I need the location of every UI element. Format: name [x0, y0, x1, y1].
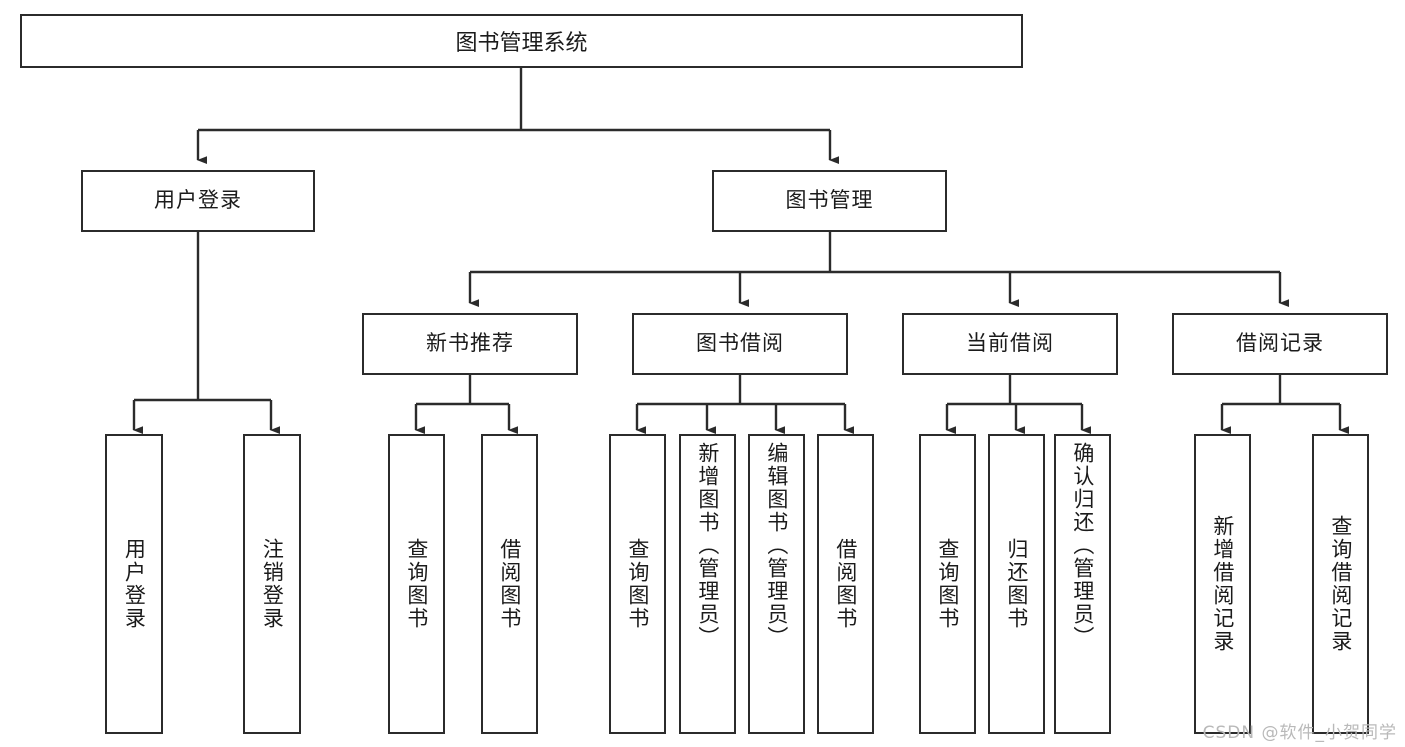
- leaf-add-borrow-record-label: 新增借阅记录: [1210, 515, 1235, 653]
- leaf-confirm-return-admin-label: 确认归还（管理员）: [1070, 442, 1095, 649]
- watermark: CSDN @软件_小贺同学: [1202, 723, 1397, 743]
- node-new-book-recommend-label: 新书推荐: [426, 331, 514, 356]
- leaf-query-book-current[interactable]: 查询图书: [919, 434, 976, 734]
- node-book-borrow-label: 图书借阅: [696, 331, 784, 356]
- leaf-query-book-recommend-label: 查询图书: [404, 538, 429, 630]
- leaf-query-borrow-record-label: 查询借阅记录: [1328, 515, 1353, 653]
- node-book-management-label: 图书管理: [785, 188, 874, 213]
- leaf-query-borrow-record[interactable]: 查询借阅记录: [1312, 434, 1369, 734]
- leaf-add-borrow-record[interactable]: 新增借阅记录: [1194, 434, 1251, 734]
- node-borrow-record[interactable]: 借阅记录: [1172, 313, 1388, 375]
- leaf-query-book-current-label: 查询图书: [935, 538, 960, 630]
- leaf-user-login[interactable]: 用户登录: [105, 434, 163, 734]
- leaf-edit-book-admin-label: 编辑图书（管理员）: [764, 442, 789, 649]
- node-root-label: 图书管理系统: [455, 31, 588, 56]
- node-root[interactable]: 图书管理系统: [20, 14, 1023, 68]
- leaf-borrow-book[interactable]: 借阅图书: [817, 434, 874, 734]
- leaf-query-book-recommend[interactable]: 查询图书: [388, 434, 445, 734]
- leaf-return-book-label: 归还图书: [1004, 538, 1029, 630]
- node-user-login-label: 用户登录: [154, 188, 242, 213]
- leaf-return-book[interactable]: 归还图书: [988, 434, 1045, 734]
- leaf-logout-label: 注销登录: [260, 538, 285, 630]
- node-user-login[interactable]: 用户登录: [81, 170, 315, 232]
- leaf-borrow-book-label: 借阅图书: [833, 538, 858, 630]
- leaf-user-login-label: 用户登录: [122, 538, 147, 630]
- node-book-borrow[interactable]: 图书借阅: [632, 313, 848, 375]
- leaf-query-book-borrow-label: 查询图书: [625, 538, 650, 630]
- node-new-book-recommend[interactable]: 新书推荐: [362, 313, 578, 375]
- leaf-confirm-return-admin[interactable]: 确认归还（管理员）: [1054, 434, 1111, 734]
- node-current-borrow-label: 当前借阅: [966, 331, 1054, 356]
- leaf-edit-book-admin[interactable]: 编辑图书（管理员）: [748, 434, 805, 734]
- leaf-query-book-borrow[interactable]: 查询图书: [609, 434, 666, 734]
- node-current-borrow[interactable]: 当前借阅: [902, 313, 1118, 375]
- node-book-management[interactable]: 图书管理: [712, 170, 947, 232]
- leaf-add-book-admin-label: 新增图书（管理员）: [695, 442, 720, 649]
- leaf-borrow-book-recommend-label: 借阅图书: [497, 538, 522, 630]
- leaf-logout[interactable]: 注销登录: [243, 434, 301, 734]
- leaf-borrow-book-recommend[interactable]: 借阅图书: [481, 434, 538, 734]
- leaf-add-book-admin[interactable]: 新增图书（管理员）: [679, 434, 736, 734]
- node-borrow-record-label: 借阅记录: [1236, 331, 1324, 356]
